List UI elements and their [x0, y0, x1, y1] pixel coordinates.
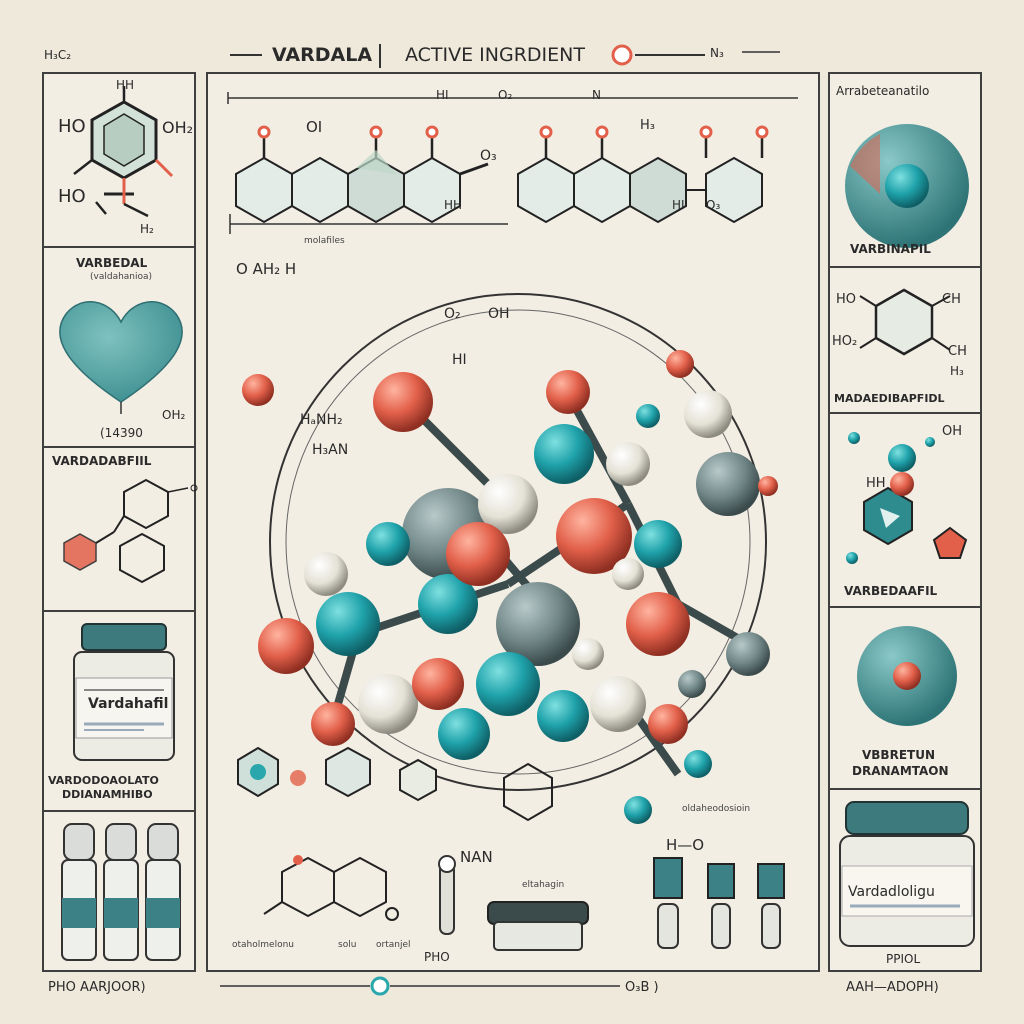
left-top-molecule: [73, 86, 174, 218]
left-label-hh: HH: [116, 78, 135, 92]
ring2-label-3: O₃: [706, 198, 721, 212]
header-title-right: ACTIVE INGRDIENT: [405, 44, 585, 66]
right-panel: Arrabeteanatilo VARBINAPIL HO CH HO₂ CH …: [828, 72, 982, 972]
bottle-subtitle: DDIANAMHIBO: [62, 788, 153, 801]
center-mid-rule: [229, 214, 508, 234]
ring2-label-2: HI: [672, 198, 685, 212]
bottom-scaffold-molecule: [263, 855, 399, 921]
center-hh-label: HH: [444, 198, 463, 212]
atom-label-2: O₂: [444, 306, 461, 322]
fused-ring-molecule-left: [235, 125, 489, 224]
center-o3-label: O₃: [480, 148, 497, 164]
pill-bottle-icon: [73, 623, 175, 761]
right-top-title: Arrabeteanatilo: [836, 84, 930, 98]
heart-subtitle: (valdahanioa): [90, 272, 153, 282]
benzene-molecule: [859, 288, 951, 356]
bottom-label: PHO: [424, 950, 450, 964]
bottom-equipment: [438, 855, 785, 951]
molecule-orbit-circle: [269, 293, 767, 791]
benz-label-3: HO₂: [832, 334, 858, 349]
jar-label: Vardadloligu: [848, 884, 935, 900]
bottom-item-3: ortanjel: [376, 940, 411, 950]
mol-label-hh: HH: [866, 476, 886, 491]
atom-label-1: O AH₂ H: [236, 260, 297, 278]
bottom-item-2: solu: [338, 940, 357, 950]
atom-label-4: HI: [452, 352, 467, 368]
atom-label-5: HₐNH₂: [300, 412, 343, 428]
bottle-title: VARDODOAOLATO: [48, 774, 159, 787]
center-top-rule: [227, 92, 798, 104]
divider: [44, 610, 194, 612]
footer-rule: [220, 976, 620, 996]
benz-label-1: HO: [836, 292, 857, 307]
benz-label-4: CH: [948, 344, 967, 359]
sphere-title: VARBINAPIL: [850, 242, 931, 256]
center-oh-label: OI: [306, 118, 323, 136]
mol-title: VARBEDAAFIL: [844, 584, 938, 598]
center-top-label-1: HI: [436, 88, 449, 102]
benz-label-2: CH: [942, 292, 961, 307]
header-tag-right: N₃: [710, 46, 724, 60]
divider: [44, 446, 194, 448]
divider: [830, 266, 980, 268]
heart-oh: OH₂: [162, 408, 186, 422]
left-label-ho-2: HO: [58, 186, 86, 207]
atom-label-3: OH: [488, 306, 510, 322]
heart-title: VARBEDAL: [76, 256, 148, 270]
divider: [830, 788, 980, 790]
divider: [44, 810, 194, 812]
right-mol-icon: [846, 432, 968, 564]
ball-and-stick-molecule: [242, 350, 778, 824]
sphere-icon-2: [857, 626, 957, 726]
ring2-label-1: H₃: [640, 118, 655, 133]
chain-title: VARDADABFIIL: [52, 454, 152, 468]
center-top-label-2: O₂: [498, 88, 513, 102]
lower-small-rings: [237, 746, 553, 822]
center-top-label-3: N: [592, 88, 601, 102]
footer-right: AAH—ADOPH): [846, 980, 939, 995]
vial-icon: [103, 823, 139, 961]
atom-label-8: NAN: [460, 848, 493, 866]
jar-foot: PPIOL: [886, 952, 921, 966]
footer-left: PHO AARJOOR): [48, 980, 146, 995]
divider: [830, 606, 980, 608]
atom-label-6: H₃AN: [312, 442, 349, 458]
vial-icon: [61, 823, 97, 961]
bottom-item-1: otaholmelonu: [232, 940, 294, 950]
divider: [830, 412, 980, 414]
center-panel: HI O₂ N OI O₃ HH: [206, 72, 820, 972]
small-caption: molafiles: [304, 236, 345, 246]
flask-icons: [653, 857, 785, 949]
mol-label-oh: OH: [942, 424, 963, 439]
center-small-caption: eltahagin: [522, 880, 565, 890]
corner-label-top-left: H₃C₂: [44, 48, 72, 62]
bottle-label: Vardahafil: [88, 696, 169, 712]
left-label-ho-1: HO: [58, 116, 86, 137]
heart-icon: [59, 301, 183, 414]
header-rule: [230, 44, 780, 68]
jar-icon: [839, 801, 975, 947]
vials-icon: [61, 823, 181, 961]
header-title-left: VARDALA: [272, 44, 373, 66]
footer-center: O₃B ): [625, 980, 659, 995]
divider: [44, 246, 194, 248]
heart-foot: (14390: [100, 426, 143, 440]
left-label-oh2: OH₂: [162, 118, 194, 137]
bottom-caption: oldaheodosioin: [682, 804, 751, 814]
chain-molecule: [63, 478, 198, 584]
sphere-icon: [845, 124, 969, 248]
left-panel: HO OH₂ HO HH H₂ VARBEDAL (valdahanioa) (…: [42, 72, 198, 972]
footer-node-icon: [370, 976, 390, 996]
benz-title: MADAEDIBAPFIDL: [834, 392, 945, 405]
sphere2-title: VBBRETUN: [862, 748, 935, 762]
fused-ring-molecule-right: [517, 125, 769, 224]
sphere2-subtitle: DRANAMTAON: [852, 764, 949, 778]
atom-label-7: H—O: [666, 836, 705, 854]
vial-icon: [145, 823, 181, 961]
header-node-icon: [611, 44, 633, 66]
benz-label-5: H₃: [950, 364, 964, 378]
left-label-h2: H₂: [140, 222, 154, 236]
